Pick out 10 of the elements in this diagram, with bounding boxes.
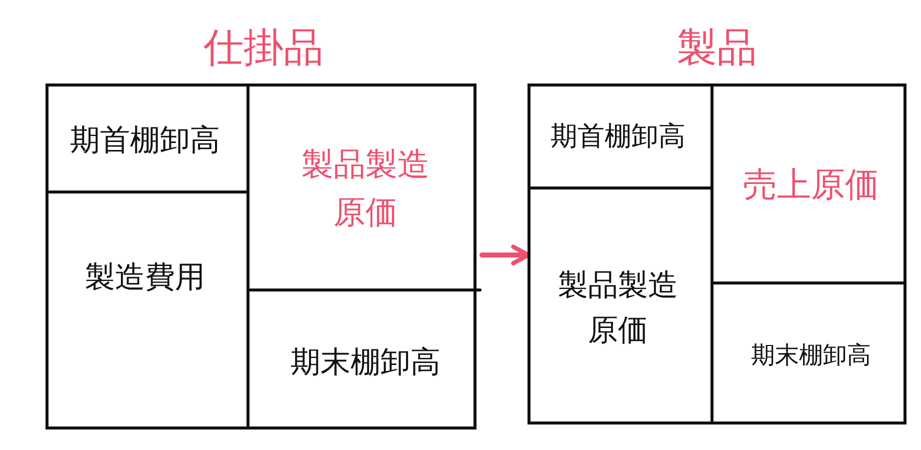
account-item: 製造費用 xyxy=(85,259,205,297)
account-item: 期末棚卸高 xyxy=(751,340,871,371)
account-title: 仕掛品 xyxy=(204,25,324,71)
account-item: 製品製造原価 xyxy=(300,144,430,232)
account-title: 製品 xyxy=(677,25,757,71)
account-item: 期首棚卸高 xyxy=(70,122,220,160)
account-item: 売上原価 xyxy=(743,164,879,206)
account-item: 期末棚卸高 xyxy=(290,344,440,382)
account-item: 製品製造原価 xyxy=(557,266,679,350)
account-item: 期首棚卸高 xyxy=(550,120,686,154)
